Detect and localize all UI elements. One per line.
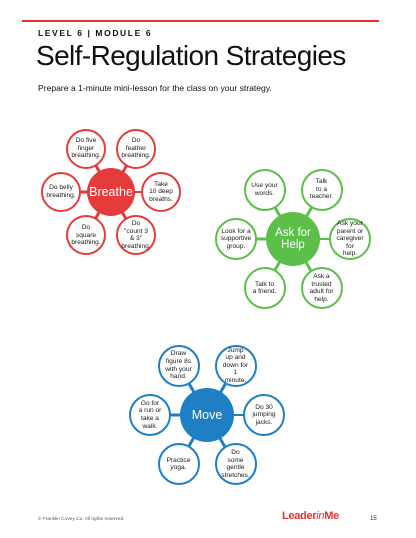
copyright-text: © Franklin Covey Co. All rights reserved… [38,517,125,522]
move-petal: Do 30 jumping jacks. [243,394,285,436]
move-petal-text: Draw figure 8s with your hand. [165,350,192,381]
move-petal: Jump up and down for 1 minute. [214,344,257,387]
breathe-petal-text: Do feather breathing. [121,137,151,160]
move-petal-text: Do some gentle stretches. [221,449,250,479]
move-petal: Do some gentle stretches. [214,443,257,486]
help-petal-text: Ask a trusted adult for help. [309,273,334,303]
help-petal-text: Ask your parent or caregiver for help. [336,220,364,258]
move-petal-text: Do 30 jumping jacks. [252,403,276,426]
breathe-petal: Do square breathing. [66,215,106,256]
help-petal-text: Use your words. [251,182,278,197]
logo-in: in [316,510,325,522]
move-petal: Practice yoga. [157,443,200,486]
help-link [293,237,350,241]
breathe-center-label: Breathe [89,185,133,199]
help-petal: Ask a trusted adult for help. [300,267,343,310]
breathe-petal: Do five finger breathing. [66,128,106,169]
header-rule [22,20,379,22]
breathe-center: Breathe [87,168,135,216]
help-petal: Talk to a friend. [243,267,286,310]
help-center: Ask for Help [266,212,320,266]
breathe-petal: Do "count 3 & 3" breathing. [116,215,156,256]
help-petal: Talk to a teacher. [300,168,343,211]
logo-leader: Leader [282,510,317,522]
help-petal: Ask your parent or caregiver for help. [329,218,371,260]
leader-in-me-logo: LeaderinMe [282,510,339,522]
breathe-link [111,190,161,194]
breathe-petal-text: Do "count 3 & 3" breathing. [121,220,151,250]
move-center-label: Move [191,408,223,422]
help-petal: Look for a supportive group. [215,218,257,260]
page-title: Self-Regulation Strategies [36,40,346,71]
page-number: 15 [370,516,377,522]
logo-me: Me [324,510,339,522]
move-center: Move [180,388,234,442]
move-petal: Go for a run or take a walk. [129,394,171,436]
help-petal-text: Talk to a teacher. [309,178,334,201]
breathe-petal: Do feather breathing. [116,128,156,169]
help-petal: Use your words. [243,168,286,211]
move-link [207,413,264,417]
move-petal-text: Go for a run or take a walk. [138,399,162,430]
breathe-petal: Do belly breathing. [41,172,81,212]
breathe-petal-text: Do five finger breathing. [71,137,101,160]
move-petal: Draw figure 8s with your hand. [157,344,200,387]
breathe-petal-text: Do square breathing. [71,223,101,247]
breathe-petal-text: Take 10 deep breaths. [149,180,173,203]
breathe-petal: Take 10 deep breaths. [141,172,181,212]
help-center-label: Ask for Help [275,227,311,251]
level-module-label: LEVEL 6 | MODULE 6 [38,28,153,38]
help-petal-text: Talk to a friend. [252,280,277,296]
move-petal-text: Jump up and down for 1 minute. [222,346,249,385]
move-petal-text: Practice yoga. [166,456,191,472]
page-subtitle: Prepare a 1-minute mini-lesson for the c… [38,83,272,93]
breathe-petal-text: Do belly breathing. [46,184,76,199]
help-petal-text: Look for a supportive group. [220,227,252,250]
